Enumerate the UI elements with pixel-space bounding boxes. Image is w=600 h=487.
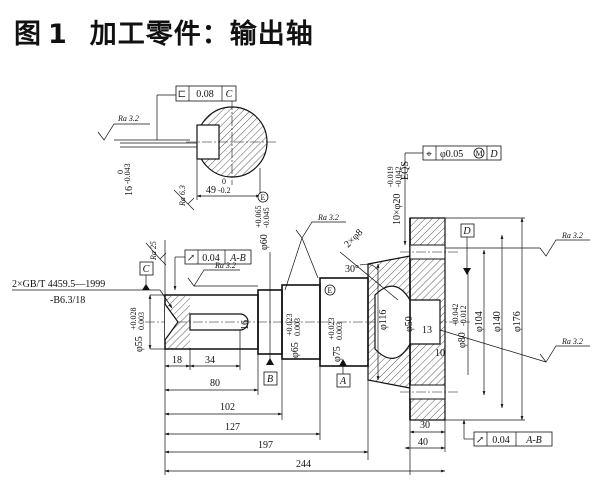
flange-holes: 10×φ20 bbox=[392, 194, 403, 225]
d55-tol-up: +0.028 bbox=[129, 307, 138, 330]
datum-b-box bbox=[263, 371, 278, 386]
svg-text:E: E bbox=[261, 193, 266, 202]
datum-c: C bbox=[143, 264, 150, 275]
datum-a: A bbox=[339, 376, 347, 387]
len-127: 127 bbox=[225, 422, 240, 433]
position-tol-modifier: M bbox=[475, 149, 482, 158]
d75-tol-lo: 0.003 bbox=[335, 322, 344, 340]
d140: φ140 bbox=[492, 311, 503, 332]
section-ra32: Ra 3.2 bbox=[117, 114, 139, 123]
d80-tol-lo: -0.012 bbox=[459, 305, 468, 326]
datum-b: B bbox=[267, 374, 273, 385]
depth49-zero: 0 bbox=[222, 177, 226, 186]
svg-text:⌖: ⌖ bbox=[426, 149, 432, 160]
center-hole-spec-1: 2×GB/T 4459.5—1999 bbox=[12, 279, 105, 290]
left-ra32: Ra 3.2 bbox=[214, 261, 236, 270]
d50: φ50 bbox=[404, 316, 415, 332]
d80-tol-up: +0.042 bbox=[451, 303, 460, 326]
center-hole bbox=[164, 303, 179, 341]
d65-tol-lo: 0.003 bbox=[293, 318, 302, 336]
flat-tol-datum: C bbox=[226, 89, 233, 100]
chamfer-holes: 2×φ8 bbox=[342, 227, 365, 250]
center-hole-spec-2: -B6.3/18 bbox=[50, 295, 85, 306]
svg-text:↗: ↗ bbox=[187, 253, 195, 264]
d75: φ75 bbox=[332, 346, 343, 362]
figure-caption: 加工零件：输出轴 bbox=[89, 19, 314, 50]
d55: φ55 bbox=[134, 336, 145, 352]
d55-tol-lo: 0.003 bbox=[137, 312, 146, 330]
len-80: 80 bbox=[210, 378, 220, 389]
d65-tol-up: +0.023 bbox=[285, 313, 294, 336]
hub-bore bbox=[374, 285, 441, 359]
svg-text:E: E bbox=[328, 286, 333, 295]
len-13: 13 bbox=[422, 325, 432, 336]
envelope-e-75 bbox=[324, 284, 336, 296]
len-244: 244 bbox=[296, 459, 311, 470]
len-18: 18 bbox=[172, 355, 182, 366]
figure-number: 1 bbox=[48, 19, 68, 50]
flange-ra32-right: Ra 3.2 bbox=[561, 231, 583, 240]
svg-text:↗: ↗ bbox=[476, 435, 484, 446]
flange-annotations: ⌖ φ0.05 M D 10×φ20 -0.019 -0.042 EQS 2×φ… bbox=[339, 145, 590, 447]
flatness-symbol: ⊏ bbox=[178, 89, 186, 100]
depth49-tol: -0.2 bbox=[218, 186, 231, 195]
keyway-depth-zero: 0 bbox=[116, 170, 125, 174]
keyway-slot bbox=[189, 313, 249, 331]
flat-tol-value: 0.08 bbox=[196, 89, 214, 100]
d116: φ116 bbox=[378, 310, 389, 330]
len-34: 34 bbox=[205, 355, 215, 366]
keyway-depth-nominal: 16 bbox=[124, 186, 135, 196]
runout-left-datum: A-B bbox=[229, 253, 246, 264]
d60-tol-lo: -0.045 bbox=[262, 207, 271, 228]
len-197: 197 bbox=[258, 440, 273, 451]
runout-left-value: 0.04 bbox=[202, 253, 220, 264]
keyway-depth-tol: -0.043 bbox=[123, 163, 132, 184]
figure-label: 图 bbox=[14, 19, 42, 50]
keyway-section-view: ⊏ 0.08 C Ra 3.2 16 -0.043 0 Ra 6.3 bbox=[97, 85, 278, 211]
left-annotations: 2×GB/T 4459.5—1999 -B6.3/18 C Ra 25 ↗ 0.… bbox=[12, 240, 258, 352]
runout-bottom-datum: A-B bbox=[525, 435, 542, 446]
runout-bottom-value: 0.04 bbox=[492, 435, 510, 446]
d75-tol-up: +0.023 bbox=[327, 317, 336, 340]
d16: 16 bbox=[240, 320, 251, 330]
mid-ra32: Ra 3.2 bbox=[317, 213, 339, 222]
position-tol-value: φ0.05 bbox=[440, 149, 463, 160]
length-dimensions: 18 34 80 102 127 197 244 30 40 bbox=[164, 330, 446, 475]
position-tol-datum: D bbox=[489, 149, 498, 160]
section-ra63: Ra 6.3 bbox=[178, 185, 187, 207]
len-30: 30 bbox=[420, 420, 430, 431]
len-102: 102 bbox=[220, 402, 235, 413]
len-10: 10 bbox=[435, 348, 445, 359]
flat-tolerance-frame bbox=[175, 85, 237, 102]
depth49-nominal: 49 bbox=[206, 185, 216, 196]
datum-a-box bbox=[336, 373, 351, 388]
holes-tol-up: -0.019 bbox=[386, 166, 395, 187]
angle-30: 30° bbox=[345, 264, 359, 275]
len-40: 40 bbox=[418, 437, 428, 448]
d104: φ104 bbox=[474, 311, 485, 332]
eqs-note: EQS bbox=[400, 161, 411, 180]
d65: φ65 bbox=[290, 342, 301, 358]
d60: φ60 bbox=[259, 234, 270, 250]
d176: φ176 bbox=[512, 311, 523, 332]
d60-tol-up: +0.065 bbox=[254, 205, 263, 228]
datum-c-box bbox=[139, 261, 154, 276]
datum-d-box bbox=[460, 223, 475, 238]
flange-ra32-face: Ra 3.2 bbox=[561, 337, 583, 346]
roughness-symbol bbox=[97, 123, 150, 141]
envelope-e-60 bbox=[257, 191, 269, 203]
middle-annotations: φ60 +0.065 -0.045 E Ra 3.2 φ65 +0.023 0.… bbox=[254, 191, 351, 388]
datum-d: D bbox=[462, 226, 471, 237]
ra25: Ra 25 bbox=[149, 241, 158, 261]
holes-tol-lo: -0.042 bbox=[394, 166, 403, 187]
d80: φ80 bbox=[457, 332, 468, 348]
